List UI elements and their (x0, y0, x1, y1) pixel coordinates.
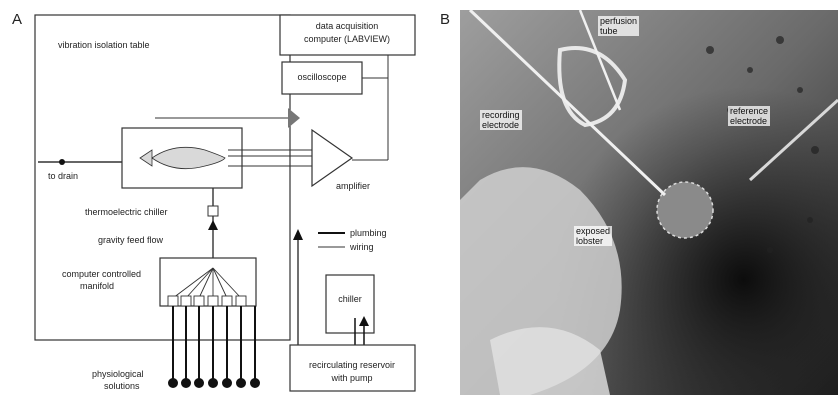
solutions-label-line2: solutions (104, 381, 140, 391)
reservoir-label-line1: recirculating reservoir (309, 360, 395, 370)
panel-a-letter: A (12, 11, 22, 28)
legend-wiring-label: wiring (349, 242, 374, 252)
chiller-label: chiller (338, 294, 362, 304)
setup-diagram: A vibration isolation table data acquisi… (0, 0, 460, 397)
solution-lines (173, 306, 255, 380)
lobster-photo: perfusion tube recording electrode refer… (460, 10, 838, 395)
output-arrow-icon (288, 108, 300, 128)
daq-label-line2: computer (LABVIEW) (304, 34, 390, 44)
recording-electrode-label: recording electrode (480, 110, 522, 130)
amplifier-icon (312, 130, 352, 186)
reservoir-label-line2: with pump (330, 373, 372, 383)
vibration-table-label: vibration isolation table (58, 40, 150, 50)
oscilloscope-label: oscilloscope (297, 72, 346, 82)
manifold-label-line1: computer controlled (62, 269, 141, 279)
reference-electrode-label: reference electrode (728, 106, 770, 126)
solution-bottles (168, 378, 260, 388)
gravity-feed-label: gravity feed flow (98, 235, 164, 245)
solutions-label-line1: physiological (92, 369, 144, 379)
to-drain-label: to drain (48, 171, 78, 181)
thermoelectric-chiller-label: thermoelectric chiller (85, 207, 168, 217)
daq-label-line1: data acquisition (316, 21, 379, 31)
perfusion-tube-label: perfusion tube (598, 16, 639, 36)
flow-arrow-icon (208, 220, 218, 230)
exposed-lobster-label: exposed lobster (574, 226, 612, 246)
manifold-label-line2: manifold (80, 281, 114, 291)
panel-b-letter: B (440, 11, 450, 28)
amplifier-label: amplifier (336, 181, 370, 191)
return-arrow-icon (293, 229, 303, 240)
legend-plumbing-label: plumbing (350, 228, 387, 238)
